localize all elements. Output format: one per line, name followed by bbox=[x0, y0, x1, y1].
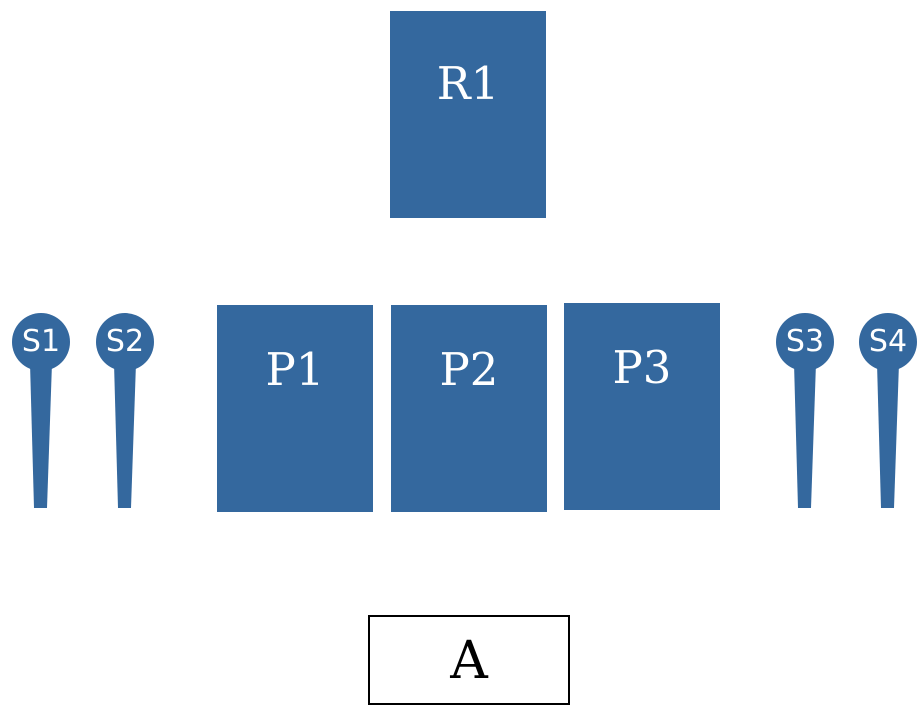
node-r1-label: R1 bbox=[436, 57, 500, 110]
stand-s1-label: S1 bbox=[21, 324, 61, 359]
stand-s4: S4 bbox=[857, 311, 919, 511]
node-p1-label: P1 bbox=[265, 343, 325, 396]
stand-s3-label: S3 bbox=[785, 324, 825, 359]
stand-s4-label: S4 bbox=[868, 324, 908, 359]
node-p2-label: P2 bbox=[439, 343, 499, 396]
node-p2: P2 bbox=[391, 305, 547, 512]
node-p3-label: P3 bbox=[612, 341, 672, 394]
microphone-stand-icon bbox=[859, 313, 917, 508]
node-a: A bbox=[368, 615, 570, 705]
stand-s1: S1 bbox=[10, 311, 72, 511]
stand-s2-label: S2 bbox=[105, 324, 145, 359]
node-p1: P1 bbox=[217, 305, 373, 512]
node-r1: R1 bbox=[390, 11, 546, 218]
microphone-stand-icon bbox=[12, 313, 70, 508]
node-p3: P3 bbox=[564, 303, 720, 510]
stand-s2: S2 bbox=[94, 311, 156, 511]
node-a-label: A bbox=[450, 631, 488, 691]
microphone-stand-icon bbox=[776, 313, 834, 508]
stand-s3: S3 bbox=[774, 311, 836, 511]
microphone-stand-icon bbox=[96, 313, 154, 508]
